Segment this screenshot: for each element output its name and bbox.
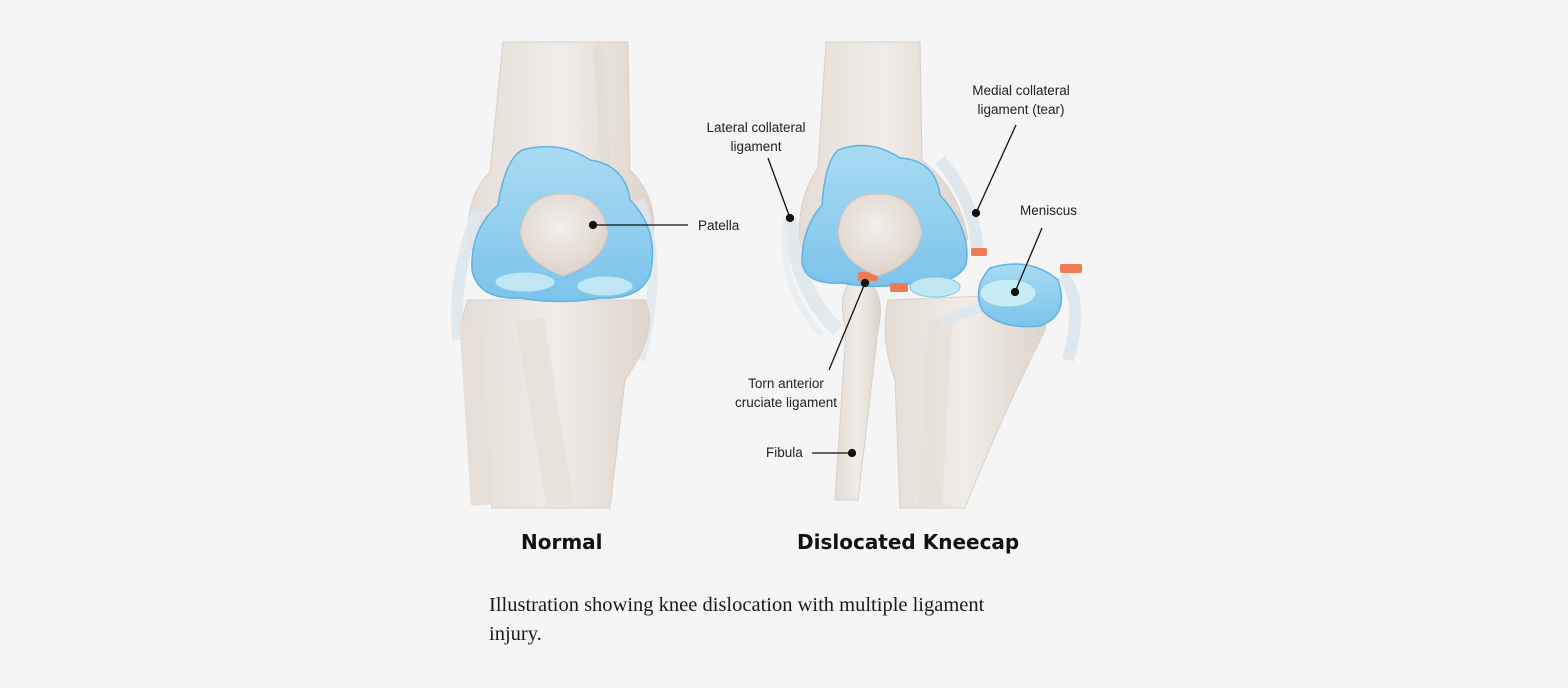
dislocated-medial-ligament (935, 156, 984, 256)
dislocated-knee (781, 41, 1082, 509)
figure-caption: Illustration showing knee dislocation wi… (489, 591, 1069, 649)
normal-knee (450, 41, 658, 509)
panel-title-dislocated: Dislocated Kneecap (797, 530, 1020, 554)
acl-pointer (860, 278, 870, 288)
patella-pointer (588, 220, 598, 230)
caption-line1: Illustration showing knee dislocation wi… (489, 594, 985, 616)
meniscus-tear-mark (1060, 264, 1082, 273)
normal-lateral-ligament (450, 207, 484, 341)
medial-ligament-pointer (971, 208, 981, 218)
lateral-ligament-pointer (785, 213, 795, 223)
meniscus-pointer (1010, 287, 1020, 297)
label-medial-collateral-line2: ligament (tear) (977, 102, 1065, 117)
leader-lines (588, 124, 1043, 458)
dislocated-patella (837, 193, 923, 277)
label-lateral-collateral: Lateral collateral ligament (696, 118, 816, 156)
medial-tear-mark (971, 248, 987, 256)
panel-title-normal: Normal (521, 530, 603, 554)
fibula-pointer (847, 448, 857, 458)
label-patella: Patella (698, 218, 740, 233)
label-medial-collateral-line1: Medial collateral (972, 83, 1070, 98)
label-fibula: Fibula (766, 445, 803, 460)
label-lateral-collateral-line1: Lateral collateral (706, 120, 806, 135)
label-medial-collateral: Medial collateral ligament (tear) (961, 81, 1081, 119)
label-meniscus: Meniscus (1020, 203, 1078, 218)
label-torn-acl-line2: cruciate ligament (734, 395, 838, 410)
label-torn-acl: Torn anterior cruciate ligament (726, 374, 846, 412)
label-torn-acl-line1: Torn anterior (748, 376, 824, 391)
caption-line2: injury. (489, 623, 542, 645)
acl-tear-mark-right (890, 283, 908, 292)
dislocated-fibula (834, 284, 881, 501)
label-lateral-collateral-line2: ligament (730, 139, 782, 154)
normal-patella (519, 193, 609, 277)
dislocated-lateral-ligament (783, 217, 843, 336)
